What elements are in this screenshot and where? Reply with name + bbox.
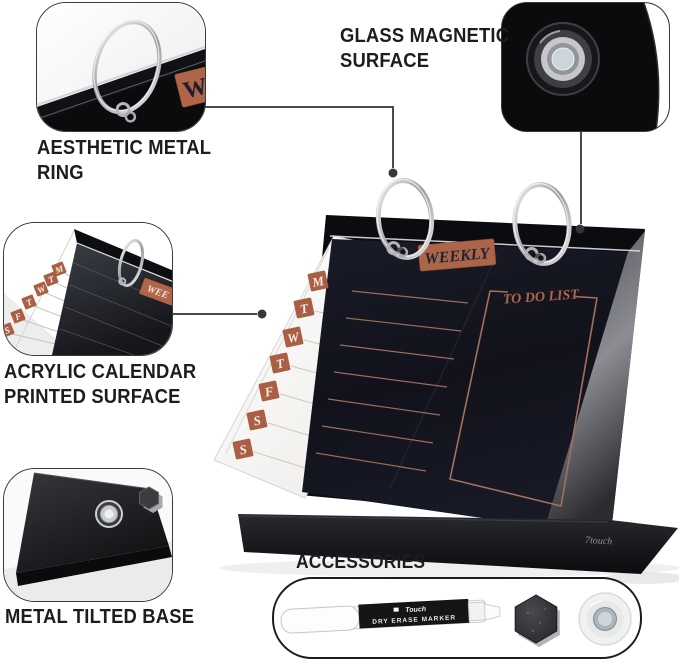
acrylic-surface-label: ACRYLIC CALENDAR PRINTED SURFACE — [4, 360, 196, 410]
day-tab-letter: M — [310, 273, 326, 290]
metal-base-label: METAL TILTED BASE — [5, 605, 194, 630]
accessories-box: Touch DRY ERASE MARKER — [272, 577, 642, 659]
callout-dot-acrylic — [257, 309, 267, 319]
metal-ring-photo: W — [36, 2, 206, 132]
metal-base: 7touch — [238, 514, 678, 574]
day-tab-letter: S — [238, 441, 248, 457]
mini-tab-letter: F — [13, 311, 23, 323]
label-line: METAL TILTED BASE — [5, 606, 195, 628]
dry-erase-marker: Touch DRY ERASE MARKER — [280, 598, 501, 634]
day-tabs: M T W T F S S — [232, 270, 329, 460]
round-clear-magnet — [578, 592, 632, 646]
day-tab-letter: T — [275, 355, 287, 372]
base-slab — [16, 472, 172, 586]
day-tab-letter: F — [262, 383, 275, 400]
mini-ring — [117, 239, 145, 287]
weekly-badge-text: WEEKLY — [424, 245, 492, 268]
mini-weekly-chip: WEE — [139, 278, 172, 306]
mini-tab-letter: T — [25, 297, 34, 309]
ring-hole-left — [395, 247, 405, 253]
foot-shadow — [605, 572, 679, 584]
callout-dot-glass — [575, 224, 585, 234]
clear-magnet-small — [95, 500, 123, 528]
day-tab-letter: W — [286, 329, 302, 346]
weekly-chip-letter: W — [181, 73, 205, 104]
weekly-chip-partial: W — [174, 66, 205, 108]
mini-tab-letter: S — [4, 325, 11, 336]
hex-eraser-magnet — [514, 594, 560, 647]
clear-magnet — [526, 22, 600, 96]
label-line: SURFACE — [340, 50, 430, 72]
label-line: ACRYLIC CALENDAR — [4, 361, 197, 383]
background-wedge — [644, 3, 669, 131]
page-row-lines — [315, 290, 469, 472]
todo-list-box — [449, 290, 598, 507]
marker-label-text: DRY ERASE MARKER — [372, 614, 456, 625]
accessories-title: ACCESSORIES — [296, 552, 426, 573]
weekly-badge: WEEKLY — [417, 238, 497, 272]
callout-lines — [171, 106, 582, 315]
callout-dot-ring — [388, 168, 398, 178]
label-line: PRINTED SURFACE — [4, 386, 181, 408]
callout-line-ring — [204, 106, 394, 168]
marker-brand: Touch — [405, 606, 426, 614]
mini-tab-letter: T — [47, 274, 56, 286]
glass-surface-label: GLASS MAGNETIC SURFACE — [340, 24, 509, 74]
metal-ring-label: AESTHETIC METAL RING — [37, 136, 211, 186]
glass-surface-photo — [501, 2, 670, 132]
day-tab-letter: S — [252, 412, 262, 428]
day-tab-letter: T — [299, 300, 311, 317]
brand-logo: 7touch — [585, 535, 613, 547]
metal-ring-left — [375, 178, 435, 260]
marker-label-band — [358, 598, 470, 629]
metal-ring-closeup — [92, 19, 162, 123]
weekly-page — [302, 239, 628, 527]
mini-day-tabs: M T W T F S — [4, 261, 67, 338]
page-reflection — [389, 253, 498, 489]
ring-hole-right — [532, 253, 542, 259]
label-line: GLASS MAGNETIC — [340, 25, 510, 47]
metal-base-photo — [3, 468, 173, 602]
label-line: AESTHETIC METAL — [37, 137, 212, 159]
hex-magnet-small — [139, 486, 163, 513]
label-line: RING — [37, 162, 84, 184]
acrylic-surface-photo: M T W T F S WEE — [3, 222, 173, 356]
todo-list-title: TO DO LIST — [502, 287, 580, 307]
